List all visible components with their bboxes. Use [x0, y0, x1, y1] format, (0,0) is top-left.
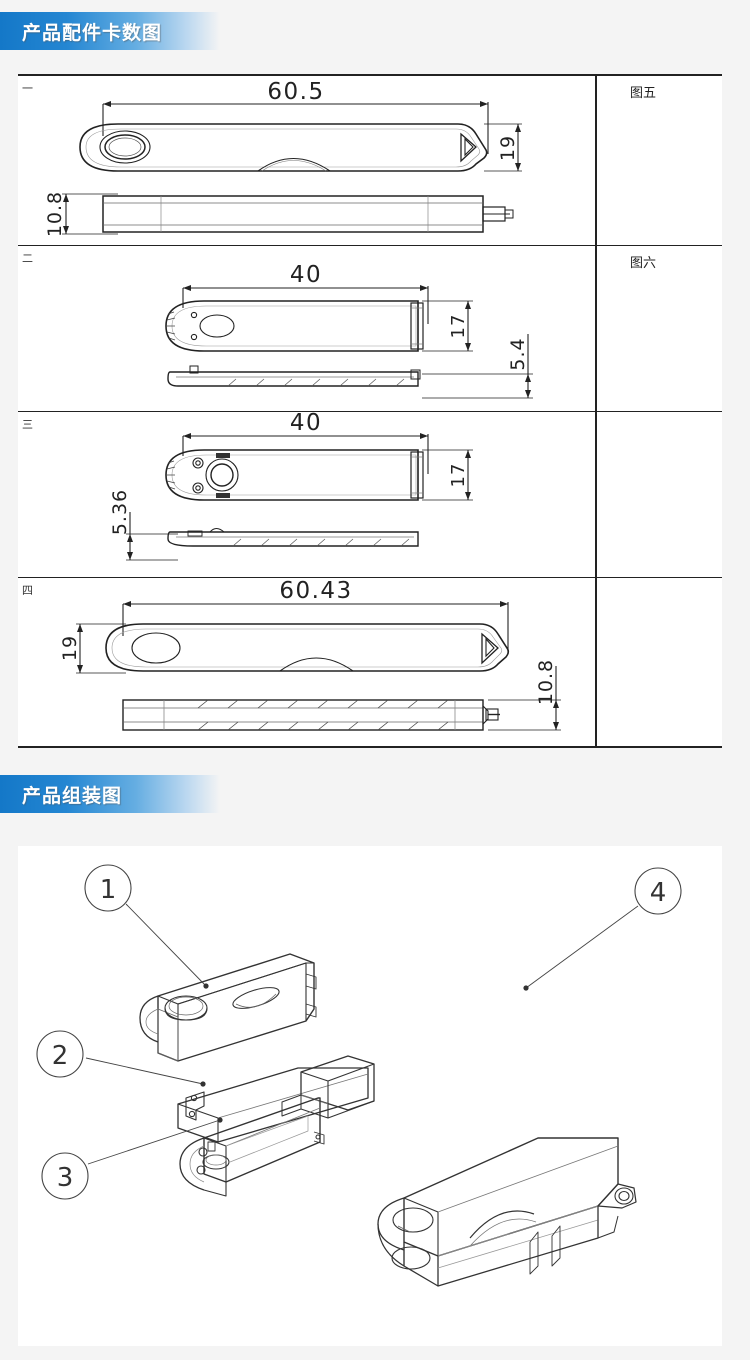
technical-drawing-row-4: 60.43 19 10.8: [18, 578, 595, 746]
technical-drawing-row-1: 60.5 10.8 19: [18, 76, 595, 245]
section-header-assembly: 产品组装图: [0, 775, 220, 813]
table-row: 三: [18, 412, 722, 578]
svg-text:4: 4: [650, 878, 667, 908]
callout-bubbles: 1 2 3 4: [36, 864, 682, 1200]
svg-text:60.5: 60.5: [267, 79, 324, 105]
row-index-label: 一: [22, 82, 33, 95]
callout-4: 4: [634, 867, 682, 915]
svg-text:19: 19: [59, 635, 81, 661]
figure-column-divider: [595, 246, 597, 411]
figure-column-divider: [595, 412, 597, 577]
figure-column-divider: [595, 76, 597, 245]
svg-text:2: 2: [52, 1041, 69, 1071]
svg-text:17: 17: [448, 463, 469, 488]
row-index-label: 三: [22, 418, 33, 431]
svg-text:10.8: 10.8: [535, 659, 557, 705]
row-index-label: 四: [22, 584, 33, 597]
technical-drawing-row-2: 40 17 5.4: [18, 246, 595, 411]
table-row: 四: [18, 578, 722, 746]
callout-2: 2: [36, 1030, 84, 1078]
svg-text:40: 40: [290, 262, 322, 288]
figure-column-divider: [595, 578, 597, 746]
svg-text:60.43: 60.43: [279, 578, 352, 604]
callout-3: 3: [41, 1152, 89, 1200]
part-internal-board: [177, 1055, 375, 1143]
section-title-assembly: 产品组装图: [22, 785, 123, 807]
table-row: 二 图六: [18, 246, 722, 412]
specs-table: 一 图五: [18, 74, 722, 748]
part-assembled-unit: [377, 1137, 637, 1287]
section-title-parts: 产品配件卡数图: [22, 22, 163, 44]
table-row: 一 图五: [18, 76, 722, 246]
technical-drawing-row-3: 40 17 5.36: [18, 412, 595, 577]
section-header-parts: 产品配件卡数图: [0, 12, 220, 50]
svg-text:5.36: 5.36: [109, 489, 131, 535]
figure-label: 图六: [630, 256, 657, 271]
svg-text:40: 40: [290, 412, 322, 436]
svg-text:19: 19: [497, 135, 519, 161]
svg-text:17: 17: [448, 314, 469, 339]
callout-leaders: [85, 903, 639, 1165]
row-index-label: 二: [22, 252, 33, 265]
callout-1: 1: [84, 864, 132, 912]
part-bottom-shell: [179, 1097, 325, 1197]
svg-text:5.4: 5.4: [507, 337, 529, 370]
svg-text:3: 3: [57, 1163, 74, 1193]
svg-text:10.8: 10.8: [44, 191, 66, 237]
part-top-shell: [139, 953, 317, 1062]
svg-text:1: 1: [100, 875, 117, 905]
figure-label: 图五: [630, 86, 657, 101]
assembly-diagram: 1 2 3 4: [18, 846, 722, 1346]
